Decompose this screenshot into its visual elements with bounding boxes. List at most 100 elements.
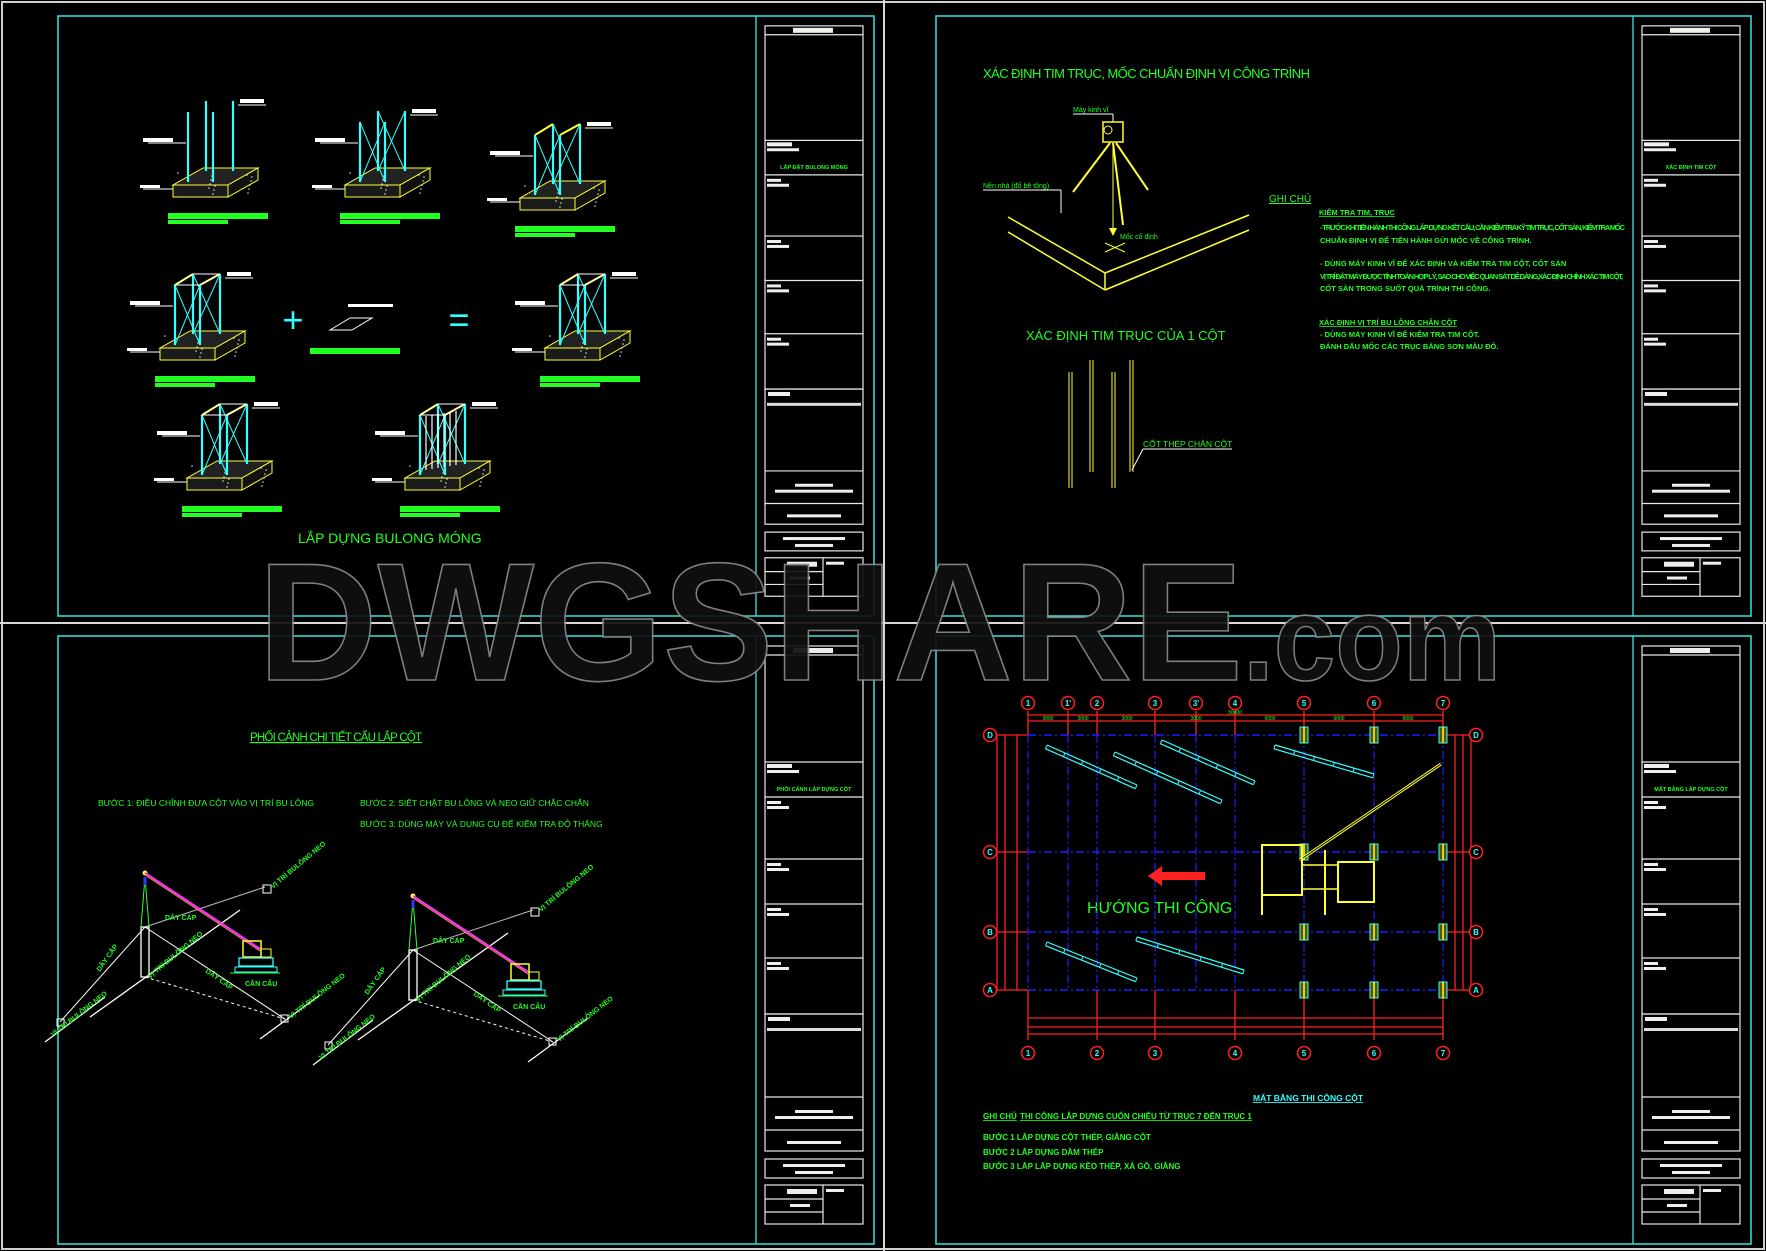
concrete-dot xyxy=(213,189,215,191)
title-block-text-placeholder xyxy=(767,1028,861,1031)
title-block-text-placeholder xyxy=(1644,402,1738,406)
truss-web xyxy=(1044,744,1048,749)
top-beam xyxy=(559,123,581,136)
caption-placeholder xyxy=(340,220,400,224)
cable xyxy=(59,926,146,1023)
title-block-text-placeholder xyxy=(795,1110,833,1113)
title-block-text-placeholder xyxy=(767,806,789,809)
title-block-text-placeholder xyxy=(1644,967,1666,970)
label-placeholder xyxy=(472,402,496,406)
axis-bubble: 2 xyxy=(1089,695,1105,711)
title-block-text-placeholder xyxy=(1664,514,1718,518)
title-block-text-placeholder xyxy=(790,1204,810,1207)
caption-placeholder xyxy=(400,513,460,517)
axis-bubble-circle xyxy=(1089,695,1105,711)
axis-bubble: C xyxy=(1468,844,1484,860)
truss-web xyxy=(1081,956,1084,961)
concrete-dot xyxy=(482,473,484,475)
step-1: BƯỚC 1: ĐIỀU CHỈNH ĐƯA CỘT VÀO VỊ TRÍ BU… xyxy=(98,797,314,808)
truss-web xyxy=(1352,768,1355,773)
truss-member xyxy=(1112,751,1223,805)
floor-edge xyxy=(1104,214,1250,274)
top-plate xyxy=(200,403,248,416)
title-block-text-placeholder xyxy=(767,764,792,768)
truss-chord xyxy=(1274,744,1375,775)
steel-column xyxy=(408,949,418,1001)
title-block-sheet-code-placeholder xyxy=(1664,561,1694,567)
title-block-text-placeholder xyxy=(1672,483,1710,487)
title-block-text-placeholder xyxy=(767,148,799,152)
anchor-line xyxy=(89,909,241,1018)
concrete-dot xyxy=(618,337,620,339)
notes-title: GHI CHÚ xyxy=(983,1112,1017,1121)
concrete-dot xyxy=(200,352,202,354)
title-block-text-placeholder xyxy=(1667,576,1687,580)
crane-boom-core xyxy=(1299,763,1442,861)
anchor-bolt-icon xyxy=(530,907,540,917)
title-block-text-placeholder xyxy=(1672,1110,1710,1113)
concrete-dot xyxy=(422,180,424,182)
title-block-text-placeholder xyxy=(1644,148,1676,152)
foundation-detail xyxy=(140,99,268,224)
title-block-text-placeholder xyxy=(767,244,789,248)
concrete-dot xyxy=(228,478,230,480)
concrete-dot xyxy=(250,180,252,182)
title-block-text-placeholder xyxy=(767,868,789,871)
concrete-dot xyxy=(209,183,211,185)
sheet-foundation-bolts: LẮP DỰNG BULONG MÓNG += xyxy=(127,99,640,546)
axis-bubble-circle xyxy=(1435,1045,1451,1061)
title-block-text-placeholder xyxy=(767,289,789,293)
concrete-dot xyxy=(195,350,197,352)
title-block: LẮP ĐẶT BULONG MÓNG xyxy=(755,16,864,616)
axis-bubble: 3 xyxy=(1147,1045,1163,1061)
caption-placeholder xyxy=(310,348,400,354)
steel-column xyxy=(140,926,150,978)
caption-placeholder xyxy=(182,513,242,517)
truss-web xyxy=(1062,752,1066,757)
concrete-dot xyxy=(560,202,562,204)
title-block-text-placeholder xyxy=(1672,543,1710,547)
truss-chord xyxy=(1136,936,1245,971)
crane-tracks xyxy=(502,989,546,996)
dimension-label: 3000 xyxy=(1042,716,1053,722)
truss-chord xyxy=(1160,743,1254,786)
title-block-text-placeholder xyxy=(775,489,853,493)
crane-boom xyxy=(144,872,261,950)
axis-bubble-circle xyxy=(1227,1045,1243,1061)
title-block-drawing-title: PHỐI CẢNH LẮP DỰNG CỘT xyxy=(777,785,852,793)
axis-bubble-circle xyxy=(1147,1045,1163,1061)
title-block-text-placeholder xyxy=(826,561,844,565)
truss-chord xyxy=(1045,945,1136,983)
foundation-block-front xyxy=(544,347,601,361)
concrete-dot xyxy=(481,477,483,479)
truss-web xyxy=(1252,780,1256,785)
concrete-dot xyxy=(441,476,443,478)
truss-web xyxy=(1293,750,1296,755)
concrete-dot xyxy=(196,346,198,348)
concrete-dot xyxy=(580,350,582,352)
note-line: ĐÁNH DẤU MỐC CÁC TRỤC BẰNG SƠN MÀU ĐỎ. xyxy=(1320,341,1498,351)
label-placeholder xyxy=(515,301,545,305)
title-block-text-placeholder xyxy=(767,913,789,916)
foundation-block-side xyxy=(459,460,491,491)
title-block-text-placeholder xyxy=(1672,1171,1710,1174)
axis-bubble: A xyxy=(982,982,998,998)
title-block-text-placeholder xyxy=(1660,1164,1722,1167)
concrete-dot xyxy=(423,176,425,178)
concrete-dot xyxy=(480,481,482,483)
concrete-dot xyxy=(444,486,446,488)
foundation-detail xyxy=(154,402,282,517)
concrete-dot xyxy=(262,481,264,483)
title-block-text-placeholder xyxy=(1644,962,1658,965)
label-placeholder xyxy=(130,301,160,305)
title-block-note-box xyxy=(764,1158,864,1179)
axis-bubble: C xyxy=(982,844,998,860)
title-block-text-placeholder xyxy=(768,391,790,396)
anchor-line xyxy=(259,994,321,1040)
axis-bubble: 1' xyxy=(1060,695,1076,711)
title-block-text-placeholder xyxy=(826,1189,844,1192)
concrete-dot xyxy=(385,189,387,191)
axis-label: B xyxy=(1473,928,1479,937)
title-block-text-placeholder xyxy=(1703,1189,1721,1192)
notes-heading: KIỂM TRA TIM, TRỤC xyxy=(1319,208,1396,217)
